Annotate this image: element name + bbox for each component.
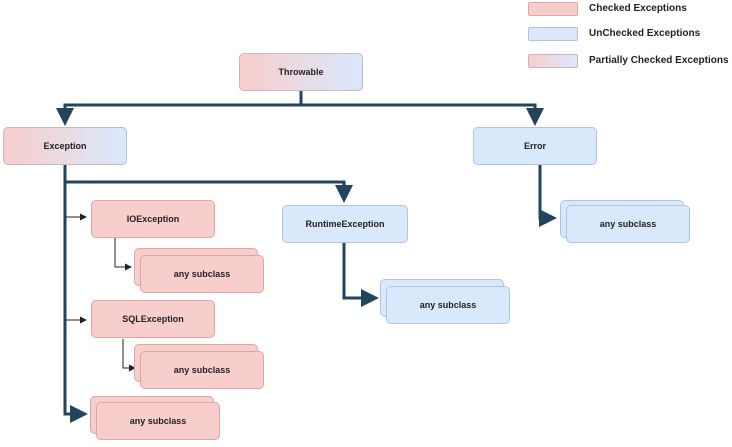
- legend-unchecked-swatch: [528, 27, 578, 41]
- sql-exception-node: SQLException: [91, 300, 215, 338]
- io-exception-node: IOException: [91, 200, 215, 238]
- connector-exception-runtime: [63, 164, 353, 203]
- runtime-exception-node: RuntimeException: [282, 205, 408, 243]
- error-label: Error: [523, 141, 546, 151]
- legend-unchecked-label: UnChecked Exceptions: [589, 28, 701, 39]
- throwable-label: Throwable: [278, 67, 324, 77]
- legend-partial-swatch: [528, 54, 578, 68]
- error-node: Error: [473, 127, 597, 165]
- sql-exception-label: SQLException: [122, 314, 184, 324]
- connector-exception-subclass: [63, 182, 88, 423]
- connector-error-subclass: [538, 164, 557, 227]
- runtime-exception-label: RuntimeException: [305, 219, 385, 229]
- exception-subclass-node: any subclass: [96, 402, 220, 440]
- legend-checked-swatch: [528, 2, 578, 16]
- connector-throwable-error: [301, 103, 544, 126]
- throwable-node: Throwable: [239, 53, 363, 91]
- io-subclass-node: any subclass: [140, 255, 264, 293]
- io-exception-label: IOException: [126, 214, 180, 224]
- exception-subclass-label: any subclass: [129, 416, 187, 426]
- connector-throwable-exception: [56, 90, 303, 126]
- legend-partial-label: Partially Checked Exceptions: [589, 55, 729, 66]
- io-subclass-label: any subclass: [173, 269, 231, 279]
- exception-node: Exception: [3, 127, 127, 165]
- connector-runtime-subclass: [342, 243, 379, 307]
- sql-subclass-node: any subclass: [140, 351, 264, 389]
- legend-checked-label: Checked Exceptions: [589, 3, 687, 14]
- runtime-subclass-node: any subclass: [386, 286, 510, 324]
- error-subclass-node: any subclass: [566, 205, 690, 243]
- connector-io-subclass: [114, 238, 132, 271]
- error-subclass-label: any subclass: [599, 219, 657, 229]
- exception-label: Exception: [43, 141, 87, 151]
- connector-sql-subclass: [122, 339, 136, 372]
- sql-subclass-label: any subclass: [173, 365, 231, 375]
- runtime-subclass-label: any subclass: [419, 300, 477, 310]
